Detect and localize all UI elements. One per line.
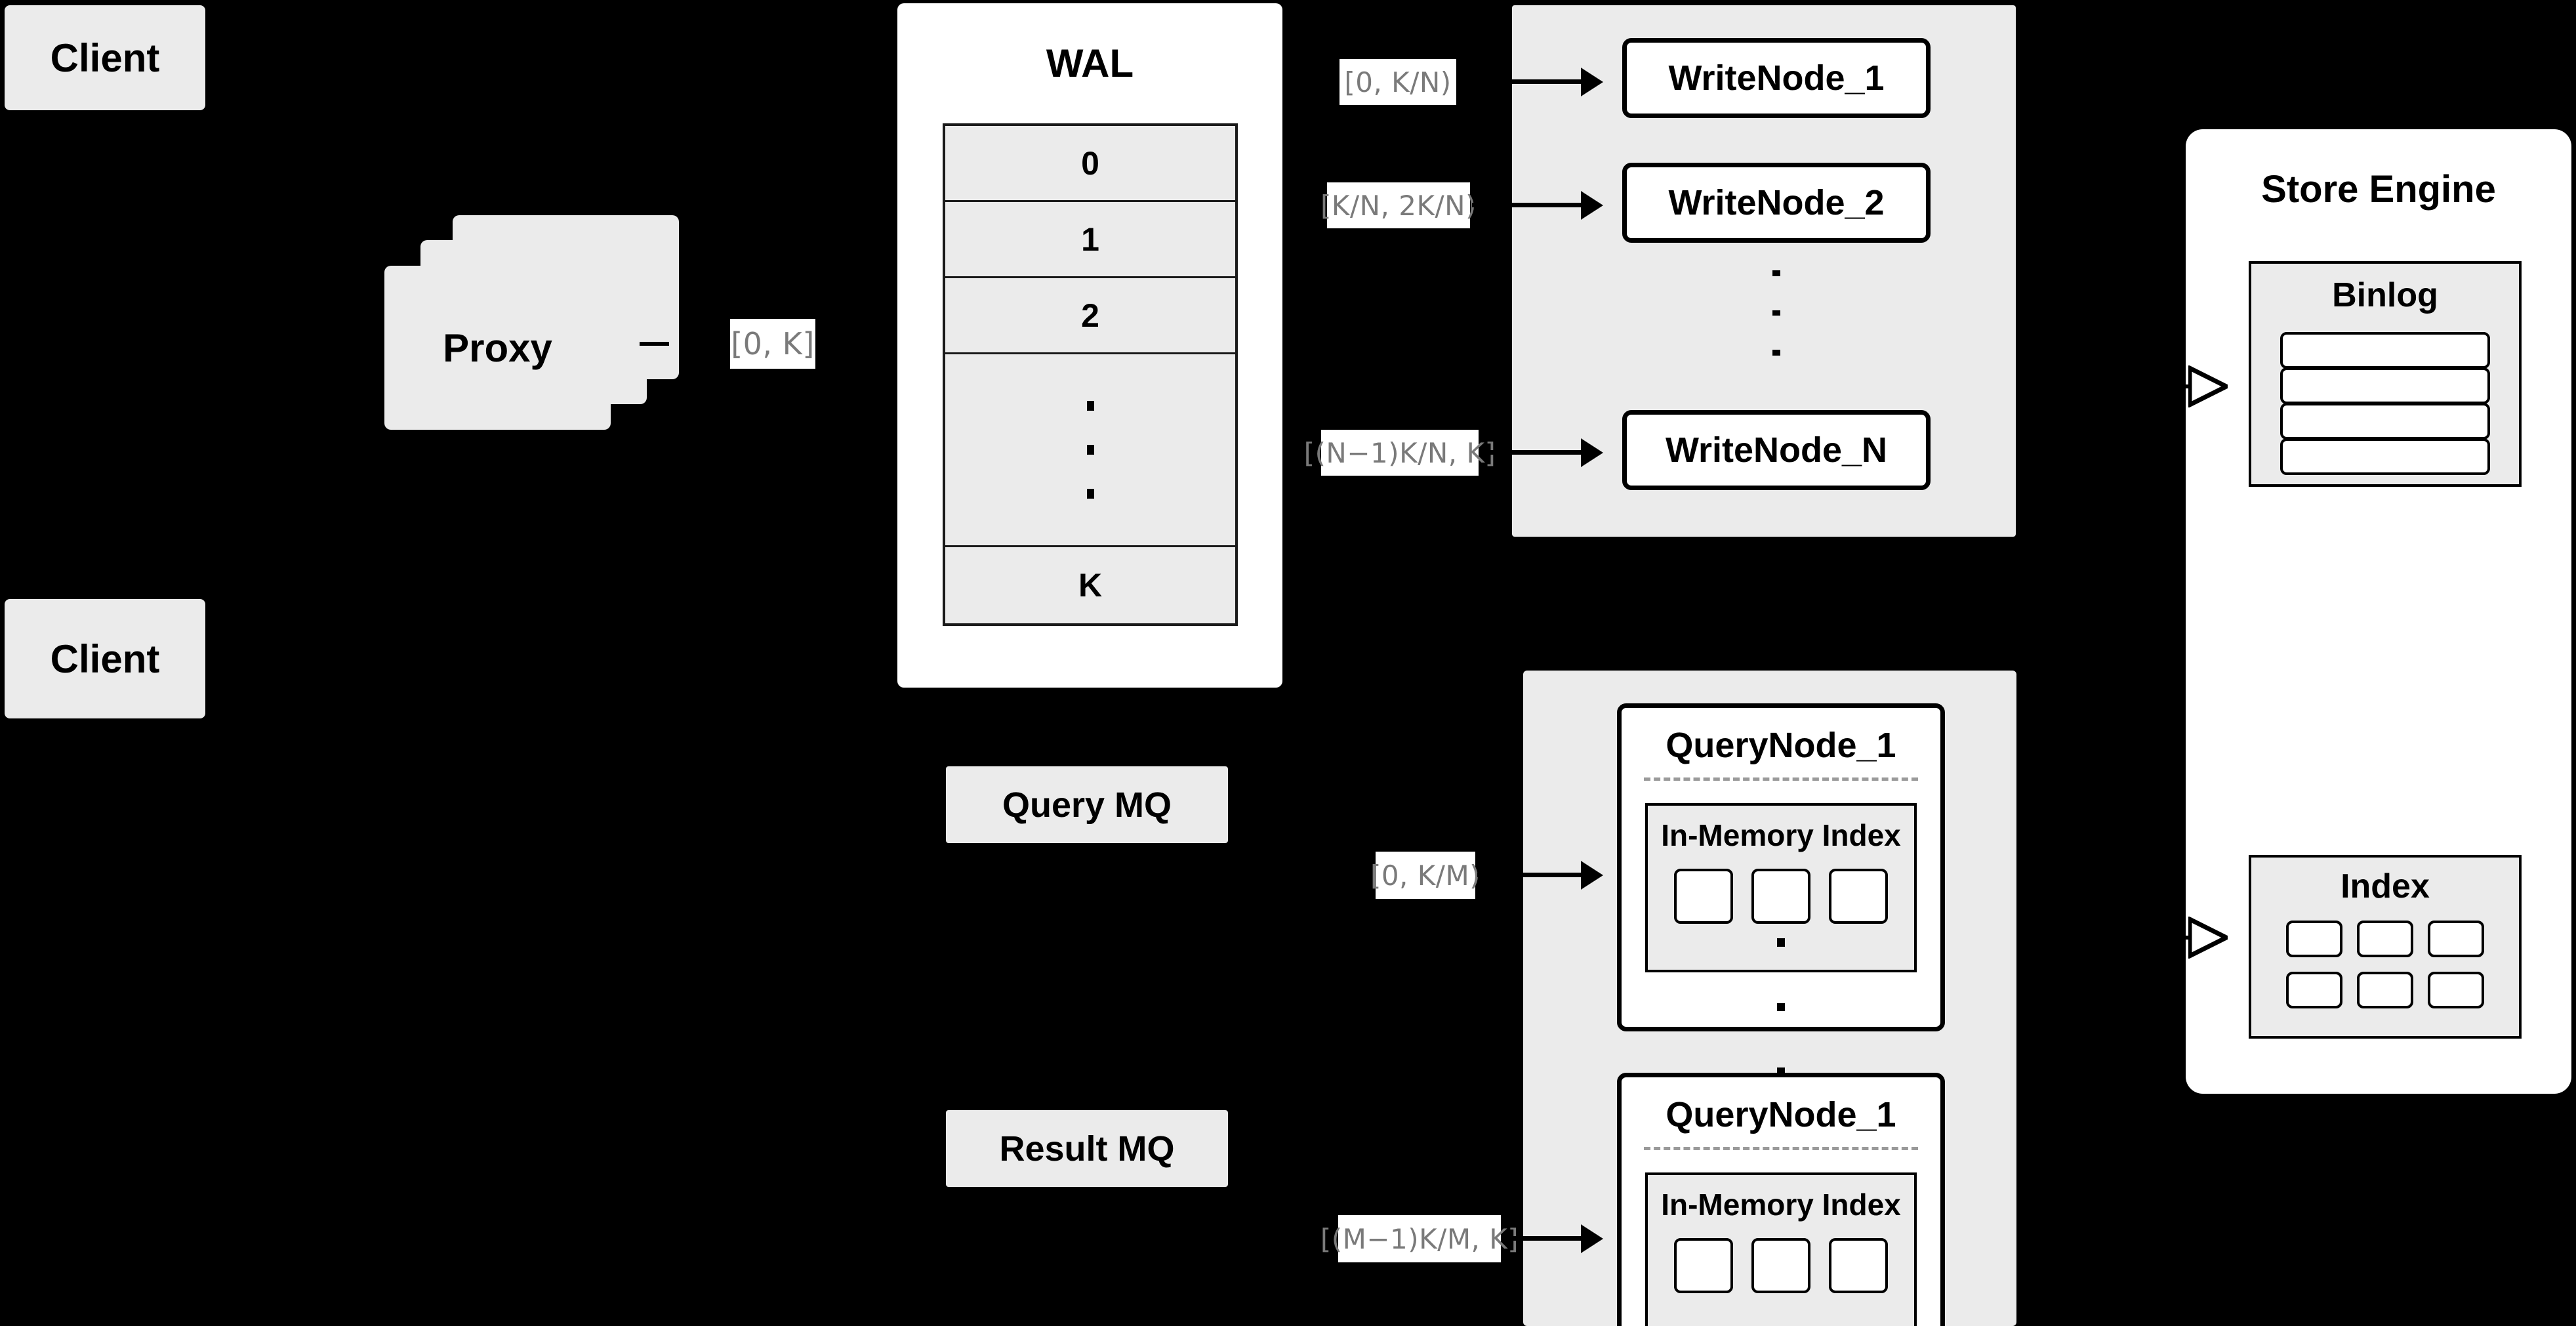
index-cell-1-2[interactable]	[2357, 921, 2413, 957]
write-arrow-head-1	[1581, 68, 1603, 96]
client-label-2: Client	[50, 636, 160, 681]
index-segment-2-3[interactable]	[1829, 1238, 1888, 1293]
index-segment-2-2[interactable]	[1751, 1238, 1810, 1293]
wal-row-2[interactable]: 2	[945, 278, 1235, 354]
query-range-text-1: [0, K/M)	[1370, 859, 1481, 892]
wal-row-ellipsis	[945, 354, 1235, 547]
wal-row-2-label: 2	[1081, 297, 1099, 334]
wal-vertical-ellipsis-icon	[1086, 401, 1094, 499]
wal-row-1[interactable]: 1	[945, 202, 1235, 278]
wal-title: WAL	[897, 41, 1282, 86]
wal-row-k-label: K	[1078, 567, 1103, 604]
wal-row-k[interactable]: K	[945, 547, 1235, 623]
write-range-text-2: [K/N, 2K/N)	[1320, 189, 1477, 222]
query-node-title-text-1: QueryNode_1	[1666, 726, 1896, 765]
index-cell-2-1[interactable]	[2286, 972, 2342, 1008]
proxy-label: Proxy	[443, 325, 552, 370]
write-node-label-2: WriteNode_2	[1668, 183, 1885, 222]
proxy-box[interactable]: Proxy	[384, 266, 611, 430]
binlog-title-text: Binlog	[2332, 276, 2438, 314]
index-segment-1-2[interactable]	[1751, 869, 1810, 924]
index-cell-2-3[interactable]	[2428, 972, 2484, 1008]
query-mq-label: Query MQ	[1002, 785, 1172, 825]
wal-title-text: WAL	[1046, 41, 1134, 85]
query-arrow-line-1	[1477, 873, 1582, 877]
write-arrow-line-n	[1481, 450, 1582, 455]
write-cluster-ellipsis-icon	[1767, 270, 1786, 356]
in-memory-index-title-2: In-Memory Index	[1648, 1187, 1914, 1222]
index-cell-1-3[interactable]	[2428, 921, 2484, 957]
result-mq-box[interactable]: Result MQ	[946, 1110, 1228, 1187]
query-node-title-2: QueryNode_1	[1622, 1094, 1940, 1135]
write-arrow-line-2	[1472, 203, 1582, 207]
write-node-label-1: WriteNode_1	[1668, 58, 1885, 98]
in-memory-index-title-text-2: In-Memory Index	[1661, 1188, 1901, 1222]
binlog-entry-2[interactable]	[2280, 367, 2490, 404]
store-engine-title: Store Engine	[2186, 167, 2571, 211]
binlog-arrow-head	[2188, 365, 2228, 407]
query-node-title-1: QueryNode_1	[1622, 725, 1940, 766]
index-cell-1-1[interactable]	[2286, 921, 2342, 957]
write-node-box-2[interactable]: WriteNode_2	[1622, 163, 1931, 243]
index-title: Index	[2251, 867, 2519, 906]
binlog-box: Binlog	[2249, 261, 2522, 487]
result-mq-label: Result MQ	[999, 1129, 1175, 1169]
index-title-text: Index	[2341, 867, 2430, 905]
wal-table: 0 1 2 K	[943, 123, 1238, 626]
index-segment-1-3[interactable]	[1829, 869, 1888, 924]
write-range-text-n: [(N−1)K/N, K]	[1303, 436, 1496, 469]
write-node-box-n[interactable]: WriteNode_N	[1622, 410, 1931, 490]
wal-row-1-label: 1	[1081, 220, 1099, 258]
query-node-box-2[interactable]: QueryNode_1 In-Memory Index	[1617, 1073, 1945, 1326]
index-segment-1-1[interactable]	[1674, 869, 1733, 924]
write-node-label-n: WriteNode_N	[1665, 430, 1888, 470]
index-cell-2-2[interactable]	[2357, 972, 2413, 1008]
index-box: Index	[2249, 855, 2522, 1039]
in-memory-index-title-text-1: In-Memory Index	[1661, 818, 1901, 852]
write-node-box-1[interactable]: WriteNode_1	[1622, 38, 1931, 118]
query-range-text-2: [(M−1)K/M, K]	[1320, 1222, 1519, 1255]
write-arrow-head-n	[1581, 438, 1603, 467]
write-range-label-1: [0, K/N)	[1339, 59, 1456, 105]
query-arrow-line-2	[1502, 1236, 1582, 1241]
store-engine-title-text: Store Engine	[2261, 168, 2496, 211]
query-node-title-text-2: QueryNode_1	[1666, 1095, 1896, 1134]
in-memory-index-box-2: In-Memory Index	[1645, 1172, 1917, 1326]
wal-row-0-label: 0	[1081, 144, 1099, 182]
query-cluster-ellipsis-icon	[1771, 938, 1791, 1077]
index-arrow-line	[2151, 936, 2192, 940]
query-arrow-head-2	[1581, 1224, 1603, 1253]
write-arrow-head-2	[1581, 191, 1603, 220]
index-segment-2-1[interactable]	[1674, 1238, 1733, 1293]
binlog-title: Binlog	[2251, 276, 2519, 315]
write-range-text-1: [0, K/N)	[1344, 66, 1452, 98]
write-arrow-line-1	[1460, 79, 1582, 84]
index-arrow-head	[2188, 917, 2228, 959]
write-range-label-2: [K/N, 2K/N)	[1320, 182, 1476, 228]
client-box-2[interactable]: Client	[5, 599, 205, 718]
client-box-1[interactable]: Client	[5, 5, 205, 110]
binlog-entry-3[interactable]	[2280, 403, 2490, 440]
binlog-entry-4[interactable]	[2280, 438, 2490, 475]
query-node-divider-2	[1644, 1147, 1918, 1150]
binlog-arrow-line	[2151, 384, 2192, 388]
in-memory-index-title-1: In-Memory Index	[1648, 818, 1914, 853]
binlog-entry-1[interactable]	[2280, 332, 2490, 369]
write-range-label-n: [(N−1)K/N, K]	[1304, 430, 1496, 476]
proxy-connector-stub	[640, 342, 669, 346]
query-node-divider-1	[1644, 777, 1918, 781]
wal-row-0[interactable]: 0	[945, 126, 1235, 202]
query-range-label-2: [(M−1)K/M, K]	[1320, 1215, 1519, 1262]
query-range-label-1: [0, K/M)	[1370, 852, 1481, 899]
client-label-1: Client	[50, 35, 160, 80]
query-mq-box[interactable]: Query MQ	[946, 766, 1228, 843]
proxy-range-text: [0, K]	[731, 326, 815, 362]
query-arrow-head-1	[1581, 861, 1603, 890]
proxy-range-label: [0, K]	[730, 319, 815, 369]
